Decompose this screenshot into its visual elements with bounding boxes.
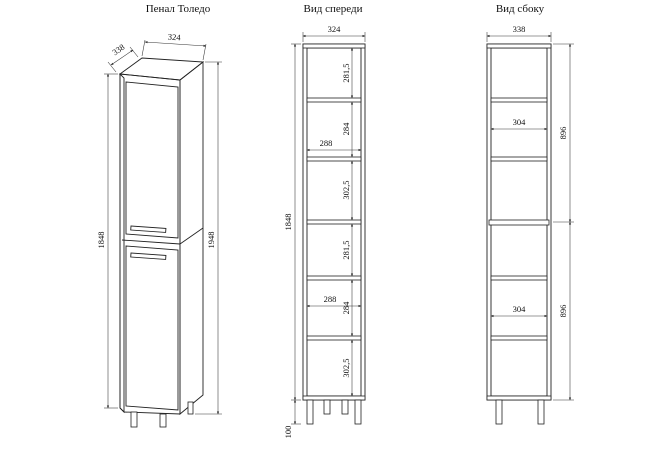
iso-door-split [121, 239, 181, 245]
iso-depth-dim-line [110, 49, 134, 66]
front-inner-width-value-2: 288 [324, 294, 337, 304]
front-width-value: 324 [328, 24, 342, 34]
front-height-value: 1848 [283, 214, 293, 231]
iso-side-panel [119, 72, 125, 414]
side-lower-value: 896 [558, 305, 568, 318]
side-leg-right [537, 399, 545, 425]
side-shelf-value-2: 304 [513, 304, 527, 314]
iso-lower-handle-icon [130, 252, 167, 260]
iso-top-face [118, 57, 205, 81]
iso-view: 338 324 1848 1948 [96, 32, 222, 428]
front-gap-value-5: 284 [341, 301, 351, 315]
side-shelf-4 [490, 275, 548, 281]
front-view: 324 1848 100 281,5 284 302,5 281,5 284 3… [283, 24, 366, 439]
iso-body-height-value: 1848 [96, 232, 106, 249]
side-depth-value: 338 [513, 24, 526, 34]
iso-total-height-value: 1948 [206, 232, 216, 249]
iso-view-title: Пенал Толедо [146, 3, 211, 15]
side-top-plate [486, 43, 552, 49]
front-shelf-4 [306, 275, 362, 281]
iso-width-value: 324 [168, 32, 182, 43]
front-shelf-3 [306, 219, 362, 225]
side-leg-left [495, 399, 503, 425]
front-gap-value-6: 302,5 [341, 358, 351, 377]
front-gap-value-3: 302,5 [341, 180, 351, 199]
iso-leg-back-right [187, 401, 194, 415]
front-leg-3 [341, 399, 349, 415]
iso-leg-front-left [130, 411, 138, 428]
side-shelf-2 [490, 156, 548, 162]
iso-lower-door [125, 245, 179, 411]
front-leg-4 [354, 399, 362, 425]
side-shelf-1 [490, 97, 548, 103]
front-shelf-5 [306, 335, 362, 341]
front-shelf-1 [306, 97, 362, 103]
front-leg-value: 100 [283, 426, 293, 439]
iso-door-split-side [179, 227, 204, 245]
front-gap-value-1: 281,5 [341, 63, 351, 82]
side-view-title: Вид сбоку [496, 3, 545, 15]
side-shelf-3 [488, 219, 550, 226]
iso-depth-value: 338 [110, 42, 126, 57]
iso-leg-front-right [159, 413, 167, 428]
iso-width-dim-line [144, 41, 207, 47]
front-gap-value-2: 284 [341, 122, 351, 136]
side-shelf-5 [490, 335, 548, 341]
side-upper-value: 896 [558, 127, 568, 140]
iso-right-face [179, 61, 204, 415]
iso-upper-handle-icon [130, 225, 167, 233]
side-bottom-plate [486, 395, 552, 401]
side-shelf-value-1: 304 [513, 117, 527, 127]
iso-upper-door [125, 81, 179, 239]
front-leg-1 [306, 399, 314, 425]
front-top-plate [302, 43, 366, 49]
front-bottom-plate [302, 395, 366, 401]
front-inner-width-value-1: 288 [320, 138, 333, 148]
front-view-title: Вид спереди [304, 3, 363, 15]
front-gap-value-4: 281,5 [341, 240, 351, 259]
front-leg-2 [323, 399, 331, 415]
iso-front-face [119, 73, 181, 415]
front-shelf-2 [306, 156, 362, 162]
side-view: 338 896 896 304 304 [486, 24, 574, 425]
